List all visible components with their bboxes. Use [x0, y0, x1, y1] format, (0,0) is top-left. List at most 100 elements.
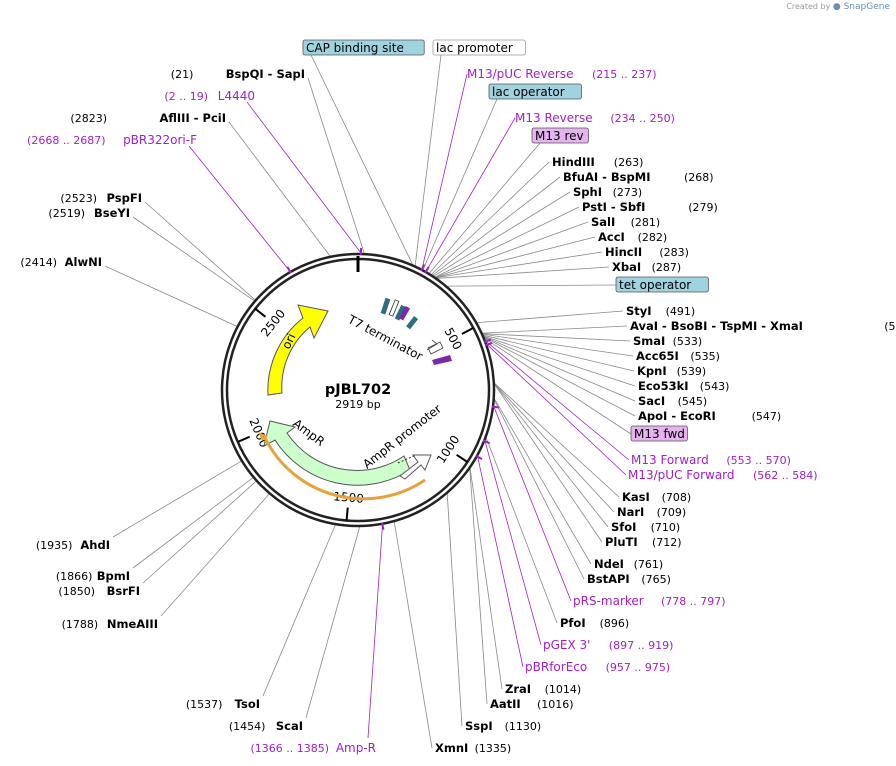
primer-mark [381, 522, 385, 530]
cap-site-feature[interactable] [380, 297, 391, 315]
snapgene-logo: ● SnapGene [832, 2, 890, 12]
enzyme-label[interactable]: NarI [617, 505, 644, 519]
enzyme-label[interactable]: BsrFI [107, 584, 140, 598]
enzyme-position: (531) [884, 320, 896, 333]
leader-line [477, 310, 624, 324]
feature-box[interactable] [432, 39, 526, 56]
primer-label[interactable]: Amp-R [336, 741, 376, 755]
leader-line [367, 524, 383, 739]
leader-lines [104, 54, 636, 749]
tet-operator-feature[interactable] [427, 341, 444, 355]
enzyme-label[interactable]: BstAPI [587, 572, 630, 586]
enzyme-label[interactable]: SphI [573, 185, 602, 199]
primer-label[interactable]: M13/pUC Forward [628, 468, 735, 482]
leader-line [494, 383, 620, 498]
leader-line [446, 493, 463, 727]
feature-box[interactable] [615, 276, 709, 293]
enzyme-label[interactable]: Eco53kI [638, 379, 689, 393]
enzyme-label[interactable]: HindIII [552, 155, 595, 169]
lac-promoter-feature[interactable] [388, 299, 400, 317]
leader-line [228, 121, 331, 257]
primer-label[interactable]: pBRforEco [525, 660, 587, 674]
enzyme-position: (279) [688, 201, 718, 214]
enzyme-label[interactable]: HincII [605, 245, 642, 259]
enzyme-label[interactable]: ScaI [276, 719, 303, 733]
enzyme-label[interactable]: NmeAIII [107, 617, 158, 631]
enzyme-label[interactable]: AlwNI [65, 255, 102, 269]
primer-label[interactable]: M13 Reverse [515, 111, 593, 125]
enzyme-label[interactable]: SfoI [611, 520, 636, 534]
primer-label[interactable]: pRS-marker [573, 594, 644, 608]
primer-mark [483, 338, 492, 343]
feature-label[interactable]: M13 rev [535, 129, 584, 143]
lac-operator-feature[interactable] [394, 304, 406, 321]
enzyme-label[interactable]: BseYI [94, 206, 130, 220]
enzyme-label[interactable]: Acc65I [636, 349, 679, 363]
enzyme-label[interactable]: BpmI [97, 569, 130, 583]
primer-range: (778 .. 797) [661, 595, 726, 608]
enzyme-label[interactable]: BfuAI - BspMI [563, 170, 650, 184]
leader-line [414, 54, 442, 266]
enzyme-position: (2414) [20, 256, 57, 269]
enzyme-label[interactable]: SmaI [633, 334, 665, 348]
primer-label[interactable]: L4440 [218, 89, 255, 103]
enzyme-label[interactable]: KpnI [637, 364, 667, 378]
credit-prefix: Created by [786, 2, 831, 11]
leader-line [422, 98, 498, 270]
primer-label[interactable]: M13 Forward [631, 453, 709, 467]
enzyme-label[interactable]: AvaI - BsoBI - TspMI - XmaI [630, 319, 803, 333]
enzyme-label[interactable]: PstI - SbfI [582, 200, 645, 214]
enzyme-label[interactable]: BspQI - SapI [226, 67, 305, 81]
enzyme-label[interactable]: ApoI - EcoRI [638, 409, 716, 423]
feature-label[interactable]: M13 fwd [634, 427, 685, 441]
enzyme-label[interactable]: KasI [622, 490, 650, 504]
primer-label[interactable]: pBR322ori-F [123, 133, 197, 147]
t7-terminator-feature[interactable] [406, 316, 419, 330]
ampr-promoter-feature[interactable] [399, 454, 432, 480]
enzyme-label[interactable]: SacI [638, 394, 665, 408]
feature-box[interactable] [630, 425, 688, 442]
ampr-feature[interactable] [263, 420, 411, 486]
feature-box[interactable] [531, 127, 589, 144]
primer-label[interactable]: M13/pUC Reverse [467, 67, 574, 81]
enzyme-label[interactable]: AhdI [80, 538, 110, 552]
enzyme-label[interactable]: AflIII - PciI [159, 111, 226, 125]
enzyme-label[interactable]: TsoI [235, 697, 260, 711]
feature-box[interactable] [302, 39, 425, 56]
primer-range: (215 .. 237) [592, 68, 657, 81]
leader-line [425, 117, 516, 272]
feature-label[interactable]: tet operator [619, 278, 691, 292]
leader-line [307, 77, 365, 254]
leader-line [494, 383, 609, 528]
primer-range: (562 .. 584) [753, 469, 818, 482]
enzyme-label[interactable]: AatII [490, 697, 521, 711]
leader-line [494, 383, 615, 513]
leader-line [305, 526, 361, 719]
feature-label[interactable]: lac promoter [436, 41, 513, 55]
enzyme-label[interactable]: AccI [598, 230, 625, 244]
enzyme-label[interactable]: NdeI [594, 557, 624, 571]
primer-label[interactable]: pGEX 3' [543, 638, 590, 652]
enzyme-label[interactable]: XmnI [435, 741, 468, 755]
enzyme-position: (1788) [62, 618, 99, 631]
enzyme-label[interactable]: SspI [465, 719, 493, 733]
enzyme-label[interactable]: XbaI [612, 260, 641, 274]
enzyme-label[interactable]: PfoI [560, 616, 586, 630]
m13-fwd-feature[interactable] [432, 355, 452, 365]
m13-rev-feature[interactable] [398, 305, 411, 321]
leader-line [262, 524, 336, 697]
enzyme-label[interactable]: ZraI [505, 682, 531, 696]
primer-range: (2668 .. 2687) [27, 134, 106, 147]
ampr-orf-arrowhead [258, 432, 268, 441]
enzyme-position: (268) [684, 171, 714, 184]
feature-label[interactable]: CAP binding site [306, 41, 404, 55]
enzyme-label[interactable]: PluTI [605, 535, 638, 549]
ori-feature[interactable] [267, 304, 329, 396]
enzyme-label[interactable]: SalI [591, 215, 615, 229]
enzyme-label[interactable]: StyI [626, 304, 652, 318]
primer-range: (1366 .. 1385) [250, 742, 329, 755]
feature-box[interactable] [488, 83, 582, 100]
enzyme-label[interactable]: PspFI [107, 191, 142, 205]
feature-label[interactable]: lac operator [492, 85, 565, 99]
enzyme-position: (539) [677, 365, 707, 378]
